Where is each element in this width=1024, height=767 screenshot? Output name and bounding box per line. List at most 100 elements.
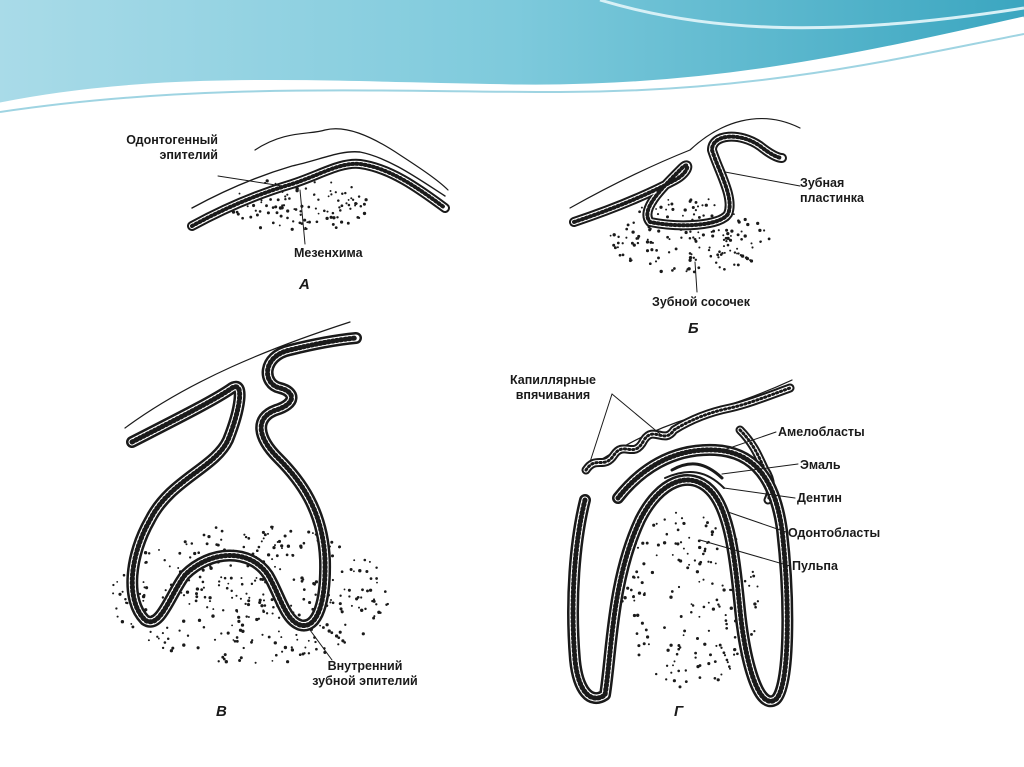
mesenchyme-dot [334, 634, 339, 638]
mesenchyme-dot [625, 236, 628, 239]
mesenchyme-dot [726, 661, 729, 664]
mesenchyme-dot [736, 233, 740, 237]
mesenchyme-dot [304, 187, 308, 190]
mesenchyme-dot [723, 654, 727, 657]
mesenchyme-dot [263, 604, 267, 607]
mesenchyme-dot [751, 246, 754, 249]
mesenchyme-dot [710, 533, 714, 537]
mesenchyme-dot [284, 195, 287, 198]
mesenchyme-dot [330, 540, 334, 544]
mesenchyme-dot [702, 605, 706, 609]
dental-papilla-b [609, 198, 771, 274]
mesenchyme-dot [663, 626, 666, 629]
mesenchyme-dot [138, 592, 142, 596]
mesenchyme-dot [725, 228, 729, 232]
mesenchyme-dot [258, 226, 263, 230]
mesenchyme-dot [260, 604, 264, 608]
mesenchyme-dot [666, 648, 670, 652]
mesenchyme-dot [171, 646, 175, 650]
mesenchyme-dot [220, 529, 224, 533]
mesenchyme-dot [208, 600, 212, 603]
mesenchyme-dot [193, 551, 197, 556]
mesenchyme-dot [220, 632, 223, 635]
mesenchyme-dot [195, 587, 200, 591]
mesenchyme-dot [694, 656, 697, 659]
mesenchyme-dot [674, 247, 678, 251]
mesenchyme-dot [197, 618, 202, 623]
mesenchyme-dot [655, 672, 658, 676]
mesenchyme-dot [637, 591, 642, 595]
mesenchyme-dot [299, 544, 303, 548]
mesenchyme-dot [261, 530, 265, 534]
mesenchyme-dot [740, 237, 743, 241]
mesenchyme-dot [284, 197, 287, 201]
mesenchyme-dot [351, 198, 355, 201]
leader-dental-plate [724, 171, 801, 187]
mesenchyme-dot [214, 526, 218, 529]
mesenchyme-dot [144, 561, 147, 564]
mesenchyme-dot [753, 630, 756, 633]
mesenchyme-dot [723, 267, 726, 271]
mesenchyme-dot [233, 640, 237, 643]
mesenchyme-dot [274, 565, 276, 568]
mesenchyme-dot [640, 621, 644, 625]
mesenchyme-dot [247, 537, 251, 540]
mesenchyme-dot [671, 553, 674, 556]
mesenchyme-dot [237, 619, 241, 624]
mesenchyme-dot [247, 616, 250, 618]
mesenchyme-dot [715, 547, 719, 551]
label-ameloblasts: Амелобласты [778, 425, 865, 439]
mesenchyme-dot [692, 256, 695, 259]
mesenchyme-dot [271, 612, 274, 615]
mesenchyme-dot [331, 211, 335, 215]
mesenchyme-dot [743, 579, 747, 583]
label-odontogenic-epithelium: Одонтогенный эпителий [93, 133, 218, 163]
mesenchyme-dot [257, 545, 261, 549]
mesenchyme-dot [147, 639, 150, 642]
mesenchyme-dot [307, 639, 310, 642]
mesenchyme-dot [249, 215, 253, 219]
mesenchyme-dot [232, 639, 235, 641]
mesenchyme-dot [252, 203, 256, 208]
mesenchyme-dot [368, 560, 371, 563]
mesenchyme-dot [273, 641, 277, 645]
mesenchyme-dot [299, 210, 302, 213]
mesenchyme-v [112, 525, 389, 664]
mesenchyme-dot [652, 523, 656, 527]
mesenchyme-dot [197, 551, 201, 555]
mesenchyme-dot [749, 576, 752, 578]
label-odontoblasts: Одонтобласты [788, 526, 881, 540]
mesenchyme-dot [285, 553, 289, 557]
mesenchyme-dot [238, 192, 241, 195]
mesenchyme-dot [733, 653, 736, 656]
mesenchyme-dot [294, 208, 298, 211]
mesenchyme-dot [259, 577, 263, 581]
mesenchyme-dot [632, 613, 637, 618]
mesenchyme-dot [736, 252, 738, 255]
mesenchyme-dot [260, 201, 263, 204]
tooth-germ-g-outer [567, 443, 794, 708]
mesenchyme-dot [194, 599, 198, 603]
mesenchyme-dot [740, 254, 745, 258]
mesenchyme-dot [736, 652, 739, 656]
mesenchyme-dot [347, 588, 351, 592]
mesenchyme-dot [115, 607, 118, 610]
mesenchyme-dot [246, 205, 249, 208]
mesenchyme-dot [314, 640, 317, 644]
mesenchyme-dot [349, 207, 352, 210]
mesenchyme-dot [338, 545, 342, 549]
label-enamel: Эмаль [800, 458, 841, 472]
mesenchyme-dot [637, 234, 641, 238]
mesenchyme-dot [329, 598, 333, 602]
mesenchyme-dot [266, 532, 270, 535]
mesenchyme-dot [686, 566, 690, 570]
mesenchyme-dot [707, 560, 710, 563]
mesenchyme-dot [182, 594, 186, 597]
mesenchyme-dot [349, 568, 353, 571]
mesenchyme-dot [718, 605, 721, 608]
mesenchyme-dot [277, 616, 281, 619]
mesenchyme-dot [307, 652, 311, 655]
mesenchyme-dot [261, 633, 264, 636]
mesenchyme-dot [255, 576, 258, 579]
mesenchyme-dot [360, 608, 364, 612]
